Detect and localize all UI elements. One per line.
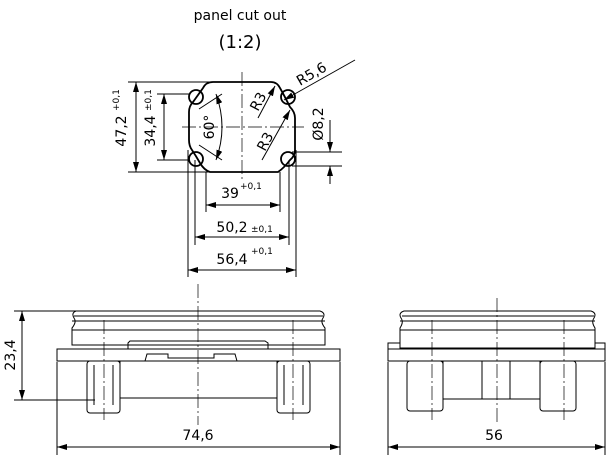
side-view: 56 xyxy=(387,298,606,455)
dim-corner-radius-1: R3 xyxy=(247,90,270,114)
dim-hole-spacing: 50,2 xyxy=(216,220,247,236)
dim-height-outer: 47,2 xyxy=(114,115,130,146)
dim-width-outer: 56,4 xyxy=(216,252,247,268)
dim-front-height: 23,4 xyxy=(3,339,19,370)
dim-hole-diameter: Ø8,2 xyxy=(311,107,327,140)
dim-height-inner-tol: ±0,1 xyxy=(144,89,154,111)
panel-cutout: 47,2 +0,1 34,4 ±0,1 39 +0,1 50,2 ±0,1 56… xyxy=(112,59,356,277)
dim-front-width: 74,6 xyxy=(182,428,213,444)
dim-height-outer-tol: +0,1 xyxy=(112,89,122,111)
front-view: 23,4 74,6 xyxy=(3,284,341,455)
dim-hole-radius: R5,6 xyxy=(294,60,330,90)
dim-width-outer-tol: +0,1 xyxy=(251,247,273,257)
dim-corner-radius-2: R3 xyxy=(254,130,277,154)
dim-width-inner-tol: +0,1 xyxy=(240,182,262,192)
dim-height-inner: 34,4 xyxy=(143,115,159,146)
drawing-scale: (1:2) xyxy=(218,32,261,53)
dim-width-inner: 39 xyxy=(221,186,239,202)
dim-side-width: 56 xyxy=(485,428,503,444)
drawing-title: panel cut out xyxy=(194,8,287,24)
dim-hole-spacing-tol: ±0,1 xyxy=(251,225,273,235)
dim-angle: 60° xyxy=(202,115,218,140)
